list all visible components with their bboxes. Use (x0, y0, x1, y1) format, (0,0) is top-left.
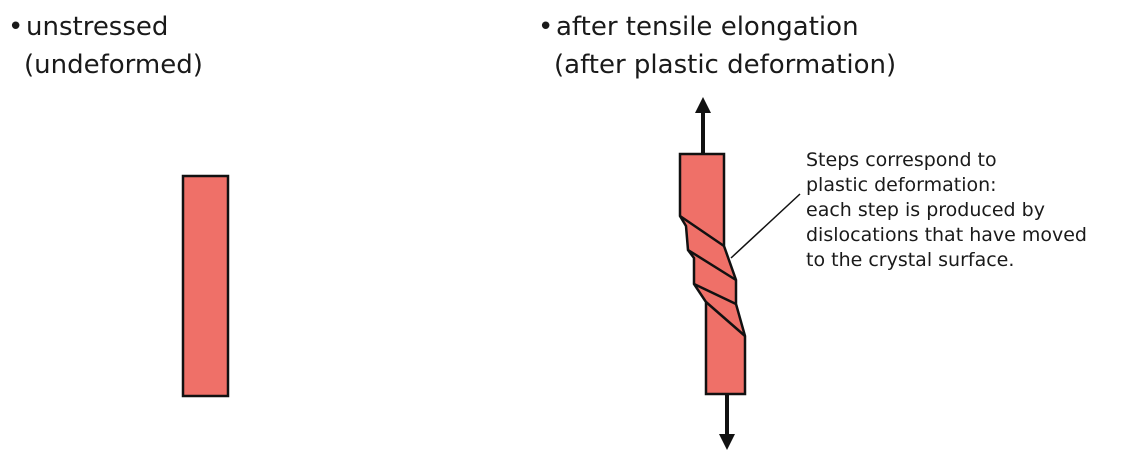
undeformed-crystal (181, 174, 230, 398)
slip-line (705, 301, 746, 337)
slip-steps-annotation: Steps correspond to plastic deformation:… (806, 148, 1087, 273)
annotation-pointer (730, 193, 801, 259)
unstressed-heading-line1: unstressed (26, 12, 169, 42)
deformed-heading-line2: (after plastic deformation) (554, 50, 897, 80)
tensile-arrow-up-head (695, 97, 711, 113)
deformed-heading-line1: after tensile elongation (556, 12, 859, 42)
tensile-arrow-down-head (719, 434, 735, 450)
bullet-marker: • (8, 12, 24, 42)
annotation-line: to the crystal surface. (806, 249, 1015, 271)
annotation-line: dislocations that have moved (806, 224, 1087, 246)
annotation-line: each step is produced by (806, 199, 1045, 221)
deformed-crystal (678, 152, 747, 396)
slip-line (687, 248, 737, 282)
slip-line (693, 282, 737, 306)
annotation-line: Steps correspond to (806, 149, 997, 171)
unstressed-heading-line2: (undeformed) (24, 50, 203, 80)
bullet-marker: • (538, 12, 554, 42)
slip-line (679, 214, 725, 248)
annotation-line: plastic deformation: (806, 174, 997, 196)
deformed-heading: •after tensile elongation (after plastic… (538, 8, 896, 84)
unstressed-heading: •unstressed (undeformed) (8, 8, 203, 84)
